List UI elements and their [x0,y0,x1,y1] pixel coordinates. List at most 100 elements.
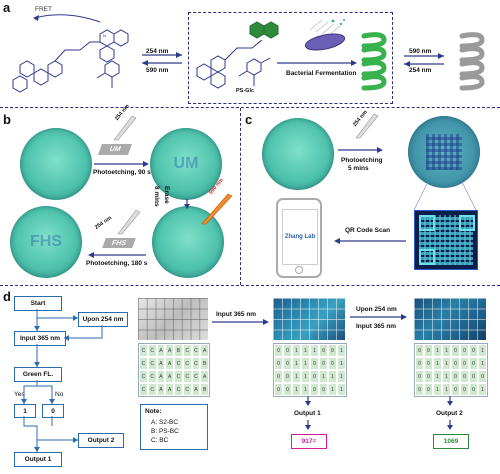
um-mask: UM [97,144,133,155]
erase-time: 8 mins [153,186,160,207]
erase-arrow [184,199,190,209]
ps-glc-box [188,12,393,104]
grid-cell: 0 [274,344,283,357]
grid-cell: 0 [451,357,460,370]
grid-cell: 1 [337,383,346,396]
svg-text:N: N [103,33,106,38]
grid-cell: 1 [301,383,310,396]
separator-b-c [240,108,241,285]
flow-output2: Output 2 [78,433,124,448]
grid-cell: C [174,370,183,383]
grid-cell: 0 [424,344,433,357]
grid-cell: 1 [478,383,487,396]
dish-blank [20,128,92,200]
grid-cell: A [165,370,174,383]
phone-icon: Zhang Lab [276,198,322,278]
grey-helix [459,32,485,91]
arrow-b1 [94,161,149,167]
qr-scan-label: QR Code Scan [345,227,391,234]
grid-cell: C [174,357,183,370]
grid-cell: 1 [301,344,310,357]
grid-cell: 1 [433,383,442,396]
fabric-photo [138,298,208,340]
grid-cell: B [200,383,209,396]
down-arrow-2b [447,420,453,430]
zoom-lines [413,181,477,211]
uv-label-a: 254 nm [146,48,169,55]
grid-cell: C [147,370,157,383]
dish-um-text: UM [173,155,199,172]
uv-lamp-icon-c [355,113,379,139]
grid-cell: A [165,344,174,357]
arrow-c1 [338,147,383,153]
green-helix [361,32,387,91]
note-box: Note: A: S2-BC B: PS-BC C: BC [140,404,208,450]
grid-cell: 0 [478,370,487,383]
grid-cell: 1 [478,344,487,357]
grid-cell: A [165,383,174,396]
fluor-photo-2 [414,298,486,340]
grid-cell: C [139,383,148,396]
grid-cell: 1 [433,357,442,370]
grid-cell: 0 [310,357,319,370]
grid-cell: 0 [415,357,424,370]
grid-cell: 0 [469,383,478,396]
vis-label-a: 590 nm [146,67,169,74]
grid-cell: A [156,370,166,383]
dish-fhs: FHS [10,206,82,278]
grid-cell: 0 [451,383,460,396]
grid-cell: 0 [274,370,283,383]
grid-cell: 1 [319,370,328,383]
flow-upon254: Upon 254 nm [78,312,128,327]
arrow-input365 [212,319,269,325]
grid-cell: 1 [442,344,451,357]
grid-cell: 0 [460,357,469,370]
grid-cell: 0 [310,370,319,383]
flowchart-arrows [21,309,103,452]
panel-b-label: b [3,112,11,127]
separator-bc-d [0,285,500,286]
flow-no: No [55,391,64,398]
flow-output1: Output 1 [14,452,62,467]
grid-cell: 1 [292,370,301,383]
fluor-photo-1 [273,298,345,340]
switch-arrows-a2 [404,53,444,67]
grid-cell: 0 [469,357,478,370]
photoetching-c: Photoetching [341,157,383,164]
grid-cell: 0 [328,344,337,357]
uv-label-a2: 254 nm [409,67,432,74]
grid-cell: 0 [424,370,433,383]
photo-input-label: Input 365 nm [216,311,257,318]
note-a: A: S2-BC [151,419,179,426]
molecule-left: N [12,14,129,93]
grid-cell: 1 [337,344,346,357]
erase-label: Erase [163,186,170,204]
grid-cell: 0 [310,383,319,396]
flow-yes: Yes [14,391,25,398]
phone-screen-text: Zhang Lab [284,234,316,240]
grid-cell: A [200,344,209,357]
grid-cell: 0 [469,370,478,383]
flow-start: Start [14,296,62,311]
down-arrow-2 [447,396,453,406]
grid-cell: C [174,383,183,396]
grid-cell: 1 [442,383,451,396]
grid-cell: B [200,357,209,370]
grid-cell: 1 [337,357,346,370]
grid-cell: 1 [328,370,337,383]
bacterium-illustration [304,19,346,51]
arrow-upon254 [350,314,407,320]
input365-label: Input 365 nm [356,323,397,330]
grid-cell: C [191,357,201,370]
grid-cell: 0 [283,370,292,383]
grid-cell: 0 [274,357,283,370]
grid-cell: C [139,357,148,370]
grid-cell: C [147,357,157,370]
grid-cell: 1 [301,370,310,383]
flow-zero: 0 [42,404,64,418]
grid-cell: C [182,383,192,396]
grid-cell: A [200,370,209,383]
grid-cell: C [147,383,157,396]
photoetching-c-time: 5 mins [348,165,369,172]
grid-cell: 0 [460,370,469,383]
